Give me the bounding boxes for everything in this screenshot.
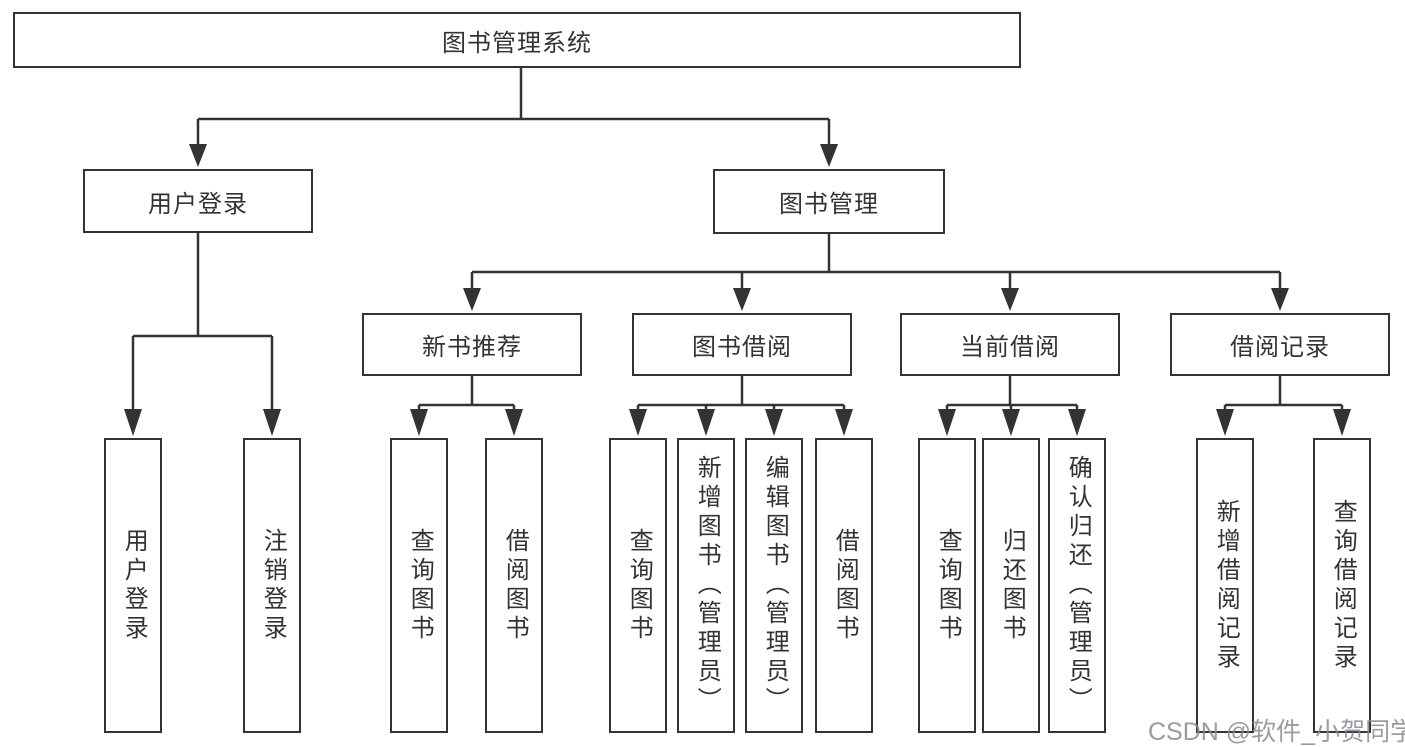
node-book-management: 图书管理 — [713, 169, 945, 234]
node-current-borrow-label: 当前借阅 — [960, 334, 1060, 361]
node-leaf-cb-query-book: 查询图书 — [918, 438, 976, 733]
node-leaf-bb-edit-book-label: 编辑图书（管理员） — [761, 455, 789, 716]
node-leaf-bb-add-book: 新增图书（管理员） — [677, 438, 735, 733]
node-root-label: 图书管理系统 — [442, 29, 592, 57]
node-book-borrow: 图书借阅 — [632, 313, 852, 376]
node-user-login-branch-label: 用户登录 — [148, 190, 248, 218]
node-leaf-cb-return-book-label: 归还图书 — [998, 527, 1026, 644]
node-current-borrow: 当前借阅 — [900, 313, 1120, 376]
node-leaf-logout-label: 注销登录 — [259, 527, 287, 644]
node-book-borrow-label: 图书借阅 — [692, 334, 792, 361]
node-leaf-bb-borrow-book: 借阅图书 — [815, 438, 873, 733]
node-leaf-nbr-query-book-label: 查询图书 — [406, 527, 434, 644]
node-borrow-records-label: 借阅记录 — [1230, 334, 1330, 361]
node-leaf-cb-query-book-label: 查询图书 — [934, 527, 962, 644]
arrowheads — [124, 144, 1351, 436]
node-leaf-cb-confirm-return: 确认归还（管理员） — [1048, 438, 1106, 733]
node-leaf-user-login: 用户登录 — [104, 438, 162, 733]
node-new-book-recommend-label: 新书推荐 — [422, 334, 522, 361]
node-leaf-bb-edit-book: 编辑图书（管理员） — [745, 438, 803, 733]
csdn-watermark: CSDN @软件_小贺同学 — [1148, 718, 1405, 746]
node-leaf-br-add-record-label: 新增借阅记录 — [1212, 498, 1240, 673]
node-leaf-nbr-borrow-book: 借阅图书 — [485, 438, 543, 733]
node-leaf-nbr-borrow-book-label: 借阅图书 — [501, 527, 529, 644]
node-leaf-bb-add-book-label: 新增图书（管理员） — [693, 455, 721, 716]
node-root: 图书管理系统 — [13, 12, 1021, 68]
node-leaf-nbr-query-book: 查询图书 — [390, 438, 448, 733]
node-leaf-user-login-label: 用户登录 — [120, 527, 148, 644]
node-leaf-logout: 注销登录 — [243, 438, 301, 733]
node-user-login-branch: 用户登录 — [83, 169, 313, 233]
node-borrow-records: 借阅记录 — [1170, 313, 1390, 376]
node-leaf-cb-confirm-return-label: 确认归还（管理员） — [1064, 455, 1092, 716]
node-book-management-label: 图书管理 — [779, 191, 879, 218]
node-leaf-br-add-record: 新增借阅记录 — [1196, 438, 1254, 733]
node-leaf-bb-borrow-book-label: 借阅图书 — [831, 527, 859, 644]
node-leaf-cb-return-book: 归还图书 — [982, 438, 1040, 733]
node-new-book-recommend: 新书推荐 — [362, 313, 582, 376]
node-leaf-bb-query-book-label: 查询图书 — [625, 527, 653, 644]
node-leaf-bb-query-book: 查询图书 — [609, 438, 667, 733]
node-leaf-br-query-record-label: 查询借阅记录 — [1329, 498, 1357, 673]
connector-lines — [131, 67, 1344, 411]
node-leaf-br-query-record: 查询借阅记录 — [1313, 438, 1371, 733]
